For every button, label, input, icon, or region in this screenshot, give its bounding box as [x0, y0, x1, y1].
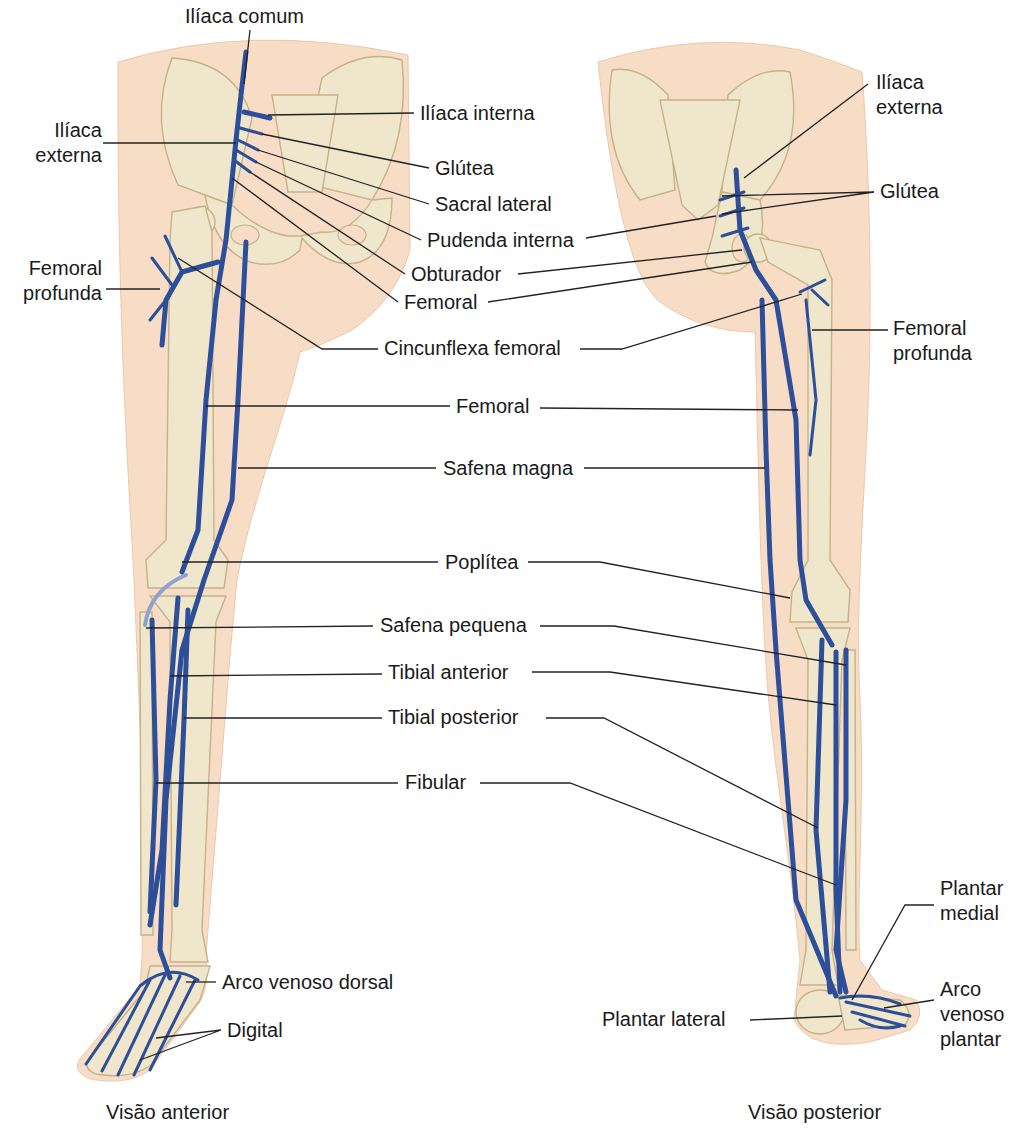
anterior-bones-shape	[205, 195, 392, 264]
leader-lines-shape	[256, 162, 421, 240]
leader-lines-shape	[528, 562, 790, 598]
vein-label: Ilíaca interna	[420, 101, 535, 126]
vein-label: Arco venoso dorsal	[222, 970, 393, 995]
vein-label: Arco venoso plantar	[940, 977, 1028, 1052]
posterior-veins-shape	[800, 280, 828, 455]
leader-lines-shape	[268, 113, 414, 115]
vein-label: Glútea	[880, 179, 939, 204]
vein-label: Fibular	[405, 770, 466, 795]
leader-lines-shape	[540, 408, 798, 410]
leader-lines-shape	[584, 467, 765, 468]
leader-lines-shape	[258, 150, 429, 204]
anterior-veins-shape	[234, 128, 262, 172]
anterior-veins-shape	[150, 620, 156, 912]
leader-lines-shape	[146, 626, 373, 628]
leader-lines-shape	[170, 674, 382, 676]
posterior-veins-shape	[836, 652, 840, 992]
posterior-veins-shape	[840, 996, 910, 1028]
leader-lines-shape	[546, 718, 818, 828]
leader-lines-shape	[184, 717, 382, 718]
vein-label: Tibial anterior	[388, 660, 508, 685]
vein-label: Safena magna	[443, 456, 573, 481]
leader-lines-shape	[206, 405, 450, 406]
leader-lines	[103, 30, 934, 1060]
vein-label: Safena pequena	[380, 613, 527, 638]
leader-lines-shape	[103, 142, 236, 143]
vein-label: Ilíaca externa	[20, 118, 102, 168]
vein-label: Ilíaca comum	[185, 4, 304, 29]
vein-label: Tibial posterior	[388, 705, 518, 730]
leader-lines-shape	[812, 329, 888, 330]
vein-label: Femoral	[456, 394, 529, 419]
leader-lines-shape	[540, 626, 846, 665]
leader-lines-shape	[750, 1016, 842, 1020]
posterior-veins-shape	[736, 170, 832, 645]
vein-label: Femoral profunda	[893, 316, 993, 366]
leader-lines-shape	[106, 288, 160, 289]
leader-lines-shape	[244, 30, 250, 84]
posterior-veins	[720, 170, 910, 1028]
posterior-bones-shape	[838, 995, 909, 1030]
leader-lines-shape	[262, 134, 429, 168]
leader-lines-shape	[488, 262, 752, 302]
view-caption: Visão posterior	[748, 1100, 881, 1125]
vein-label: Sacral lateral	[435, 192, 552, 217]
anterior-bones-shape	[272, 95, 338, 192]
posterior-bones	[609, 69, 909, 1034]
vein-label: Obturador	[411, 262, 501, 287]
vein-label: Digital	[227, 1018, 283, 1043]
posterior-veins-shape	[816, 640, 830, 992]
leader-lines-shape	[182, 561, 438, 562]
anterior-veins-shape	[150, 236, 182, 320]
anterior-veins-shape	[162, 262, 218, 345]
leader-lines-shape	[238, 467, 436, 468]
anterior-veins-shape	[182, 52, 246, 572]
leader-lines-shape	[586, 216, 716, 238]
vein-label: Glútea	[435, 156, 494, 181]
leader-lines-shape	[232, 178, 398, 302]
anterior-skin-shape	[77, 40, 410, 1081]
leader-lines-shape	[178, 258, 378, 349]
vein-label: Plantar lateral	[602, 1007, 725, 1032]
anterior-veins	[86, 52, 270, 1075]
posterior-skin-shape	[598, 42, 920, 1044]
posterior-skin	[598, 42, 920, 1044]
vein-label: Plantar medial	[940, 876, 1028, 926]
vein-label: Femoral profunda	[6, 256, 102, 306]
leader-lines-shape	[140, 1030, 221, 1060]
anterior-veins-shape	[145, 575, 186, 625]
leader-lines-shape	[532, 672, 836, 705]
vein-label: Cincunflexa femoral	[384, 336, 561, 361]
leader-lines-shape	[722, 192, 874, 214]
vein-label: Ilíaca externa	[876, 70, 966, 120]
anterior-skin	[77, 40, 410, 1081]
vein-label: Poplítea	[445, 550, 518, 575]
leader-lines-shape	[518, 250, 742, 274]
anterior-veins-shape	[176, 610, 188, 905]
leader-lines-shape	[480, 783, 836, 885]
anterior-veins-shape	[244, 112, 270, 118]
leader-lines-shape	[186, 981, 216, 982]
anterior-veins-shape	[160, 242, 246, 978]
leader-lines-shape	[744, 84, 868, 178]
view-caption: Visão anterior	[106, 1100, 229, 1125]
leader-lines-shape	[580, 294, 802, 349]
leader-lines-shape	[884, 1000, 934, 1008]
anterior-bones-shape	[338, 225, 366, 245]
posterior-veins-shape	[762, 300, 836, 996]
leader-lines-shape	[250, 172, 405, 274]
leader-lines-shape	[156, 782, 398, 783]
vein-label: Pudenda interna	[427, 228, 574, 253]
vein-label: Femoral	[404, 290, 477, 315]
posterior-veins-shape	[836, 650, 846, 992]
posterior-bones-shape	[609, 69, 675, 200]
leader-lines-shape	[852, 905, 934, 1000]
anterior-veins-shape	[150, 598, 178, 925]
